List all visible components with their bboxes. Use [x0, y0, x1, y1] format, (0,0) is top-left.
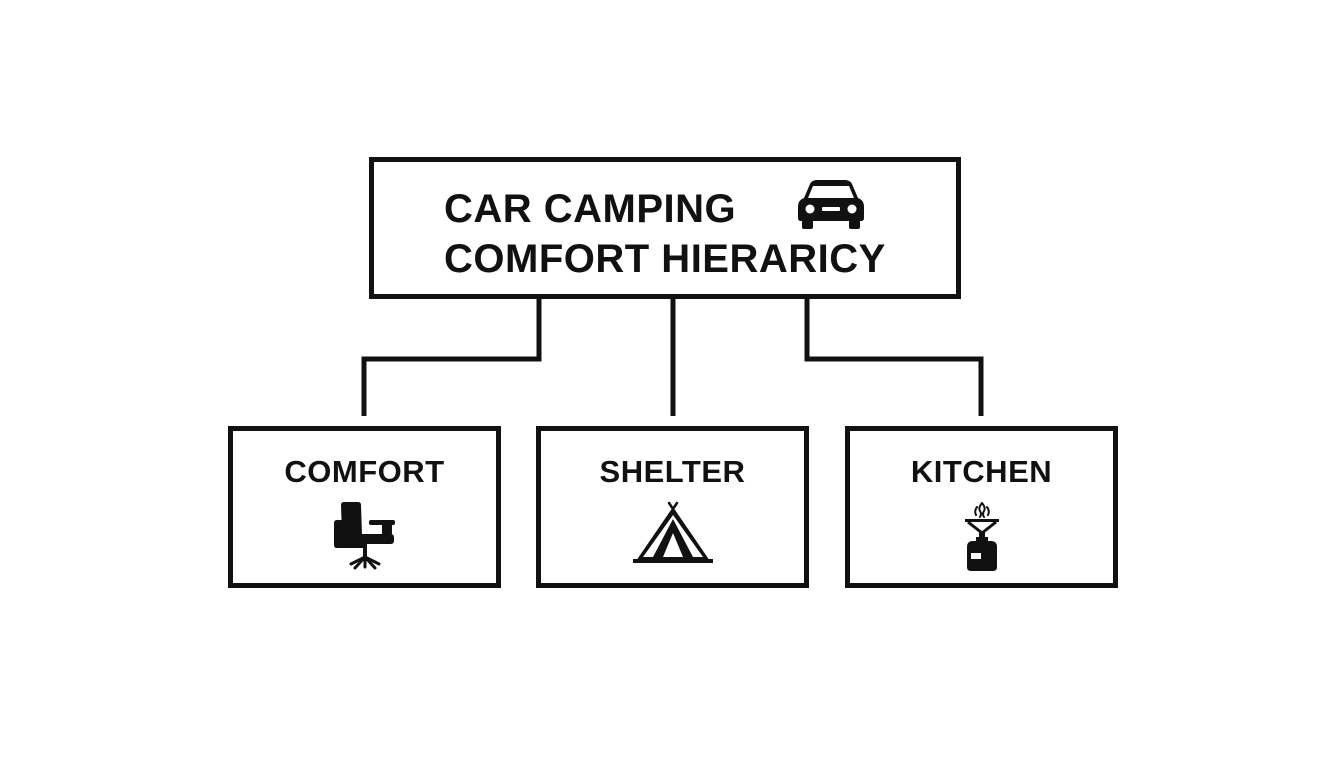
child-node-comfort: COMFORT: [228, 426, 501, 588]
root-title-line-1: CAR CAMPING: [444, 187, 737, 231]
connector-root-to-comfort: [361, 299, 542, 416]
chair-icon: [333, 502, 395, 570]
child-node-kitchen: KITCHEN: [845, 426, 1118, 588]
child-label-shelter: SHELTER: [599, 454, 746, 489]
tent-icon: [632, 501, 713, 563]
child-label-comfort: COMFORT: [284, 454, 445, 489]
child-label-kitchen: KITCHEN: [910, 454, 1053, 489]
root-node: CAR CAMPING COMFORT HIERARICY: [369, 157, 961, 299]
root-title-line-2: COMFORT HIERARICY: [444, 237, 886, 281]
connector-root-to-kitchen: [804, 299, 984, 416]
camp-stove-icon: [964, 502, 999, 571]
root-title: CAR CAMPING COMFORT HIERARICY: [444, 184, 886, 284]
child-node-shelter: SHELTER: [536, 426, 809, 588]
car-icon: [798, 180, 864, 229]
